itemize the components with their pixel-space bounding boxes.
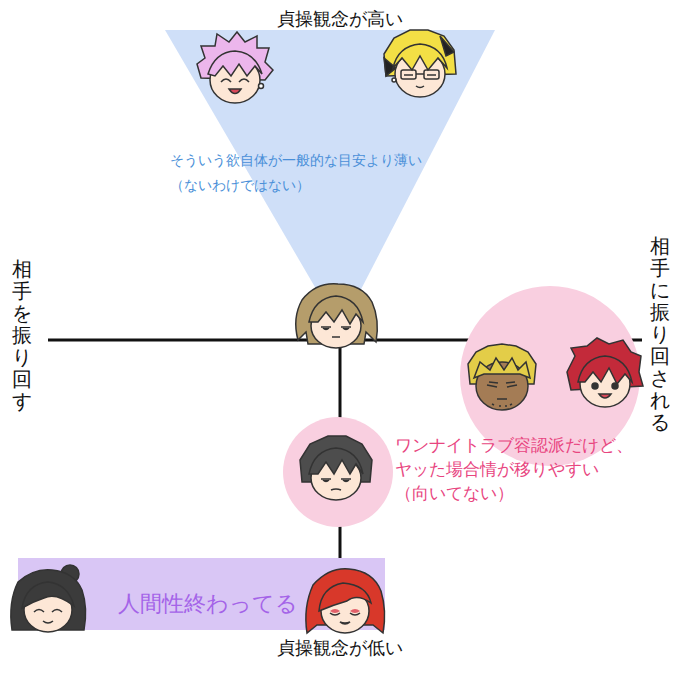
character-face-part [340,622,350,624]
label-slot: 相手に振り回される [650,235,670,433]
text-line: ヤッた場合情が移りやすい [395,458,633,482]
character-face-part [43,621,53,623]
character-face-part [332,336,340,338]
character-face-part [306,569,385,633]
axis-top-label: 貞操観念が高い [220,8,460,30]
character-face-part [612,383,618,389]
label-slot: 貞操観念が低い [220,637,460,659]
character-face [384,30,456,97]
text-line: （ないわけではない） [170,173,422,198]
text-line: 人間性終わってる [118,591,298,617]
text-line: そういう欲自体が一般的な目安より薄い [170,148,422,173]
character-face-part [392,78,396,82]
character-face-part [331,489,341,490]
character-face-part [208,51,262,76]
character-face-part [474,358,530,378]
node-text: 人間性終わってる [118,591,298,617]
character-face-part [309,296,363,324]
character-face [468,344,536,410]
label-slot: 貞操観念が高い [220,8,460,30]
axis-right-label: 相手に振り回される [650,235,670,433]
character-face-part [599,394,611,398]
label-slot: ワンナイトラブ容認派だけど、 ヤッた場合情が移りやすい （向いてない） [395,434,633,505]
character-face-part [309,448,363,474]
character-face [300,436,372,500]
character-face-part [487,382,517,387]
character-face [306,569,385,633]
text-line: ワンナイトラブ容認派だけど、 [395,434,633,458]
character-face [567,338,643,407]
pink-small-circle [283,417,393,527]
character-face [197,32,273,103]
character-face-part [323,480,349,482]
character-face-part [323,328,349,330]
text-line: （向いてない） [395,482,633,506]
node-text: そういう欲自体が一般的な目安より薄い （ないわけではない） [170,148,422,197]
character-face-part [497,398,507,400]
character-face-part [22,582,74,608]
character-face-part [321,326,351,328]
character-face-part [259,84,264,89]
axis-left-label: 相手を振り回す [12,258,32,412]
character-face-part [592,383,598,389]
axis-bottom-label: 貞操観念が低い [220,637,460,659]
character-face-part [319,583,371,611]
character-face-part [404,74,436,75]
character-face-part [321,478,351,480]
character-face-part [330,609,360,613]
character-face-part [492,404,512,406]
character-face-part [34,610,62,613]
character-face-part [221,79,249,82]
pink-note: ワンナイトラブ容認派だけど、 ヤッた場合情が移りやすい （向いてない） [395,434,633,505]
character-face [296,284,378,348]
character-face-part [229,89,241,94]
character-face [11,565,86,632]
label-slot: 相手を振り回す [12,258,32,412]
character-face-part [578,356,632,384]
character-face-part [330,613,360,615]
character-face-part [416,86,424,88]
character-face-part [393,44,447,70]
